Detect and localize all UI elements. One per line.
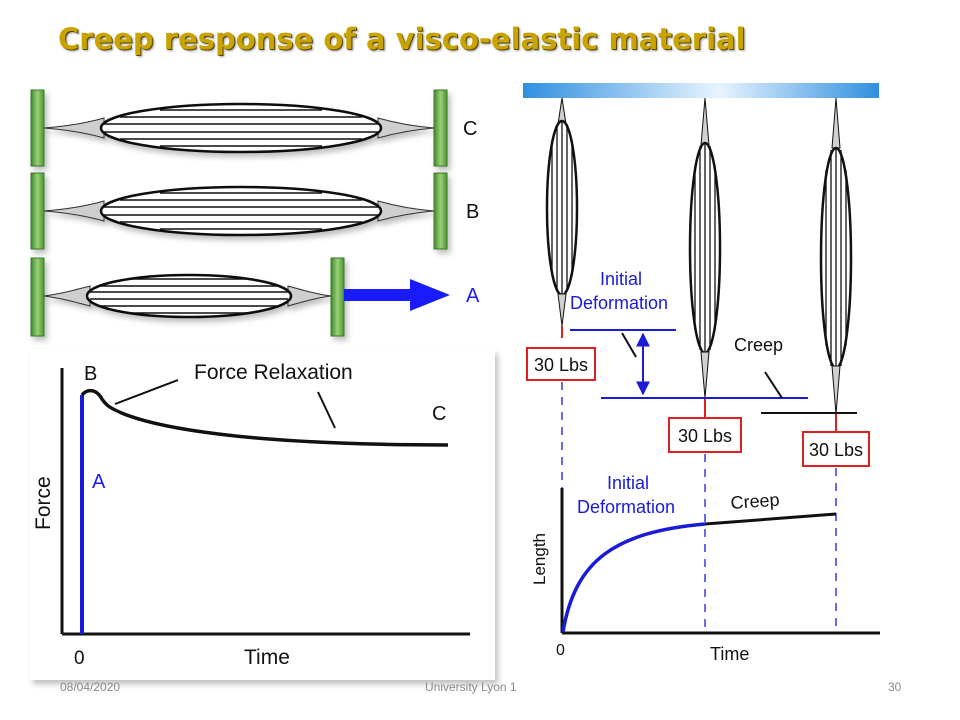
force-y-label: Force — [32, 476, 55, 530]
muscle-diagram — [30, 89, 448, 337]
force-point-b: B — [84, 363, 97, 385]
muscle-b — [30, 172, 448, 250]
creep-label: Creep — [734, 335, 783, 355]
muscle-label-b: B — [466, 201, 479, 223]
muscle-label-a: A — [466, 285, 480, 307]
length-graph: Length Time 0 Initial Deformation Creep — [530, 473, 880, 664]
weight-2: 30 Lbs — [668, 417, 742, 453]
specimen-1 — [545, 97, 579, 338]
footer-center: University Lyon 1 — [425, 680, 517, 694]
slide-title: Creep response of a visco-elastic materi… — [58, 22, 746, 56]
force-relaxation-curve — [80, 388, 449, 447]
force-point-a: A — [92, 471, 106, 493]
length-initial-deformation-line-2: Deformation — [577, 497, 675, 517]
initial-deformation-label: Initial Deformation — [570, 269, 668, 313]
specimen-2 — [688, 97, 722, 418]
muscle-a — [30, 257, 345, 337]
footer-page-number: 30 — [888, 680, 902, 694]
pull-arrow — [344, 279, 450, 311]
weight-3: 30 Lbs — [802, 431, 870, 467]
length-x-label: Time — [710, 644, 749, 664]
length-origin-label: 0 — [556, 642, 565, 659]
weight-3-label: 30 Lbs — [809, 440, 863, 460]
relaxation-pointer-right — [317, 391, 336, 429]
length-initial-deformation-line-1: Initial — [607, 473, 649, 493]
specimen-3 — [819, 97, 853, 432]
initial-deformation-line-1: Initial — [600, 269, 642, 289]
force-x-label: Time — [244, 646, 290, 669]
deformation-pointer — [621, 332, 637, 358]
muscle-c — [30, 89, 448, 167]
footer-date: 08/04/2020 — [60, 680, 121, 694]
force-graph: B A C Force Relaxation Force Time 0 — [30, 350, 495, 680]
initial-deformation-line-2: Deformation — [570, 293, 668, 313]
weight-1: 30 Lbs — [526, 347, 596, 381]
muscle-label-c: C — [463, 118, 477, 140]
support-bar — [523, 83, 879, 98]
length-creep-label: Creep — [730, 490, 780, 513]
weight-2-label: 30 Lbs — [678, 426, 732, 446]
relaxation-pointer-left — [114, 379, 179, 405]
force-point-c: C — [432, 403, 446, 425]
creep-pointer — [764, 371, 783, 399]
length-y-label: Length — [530, 533, 549, 585]
length-initial-curve — [561, 522, 706, 633]
length-initial-deformation-label: Initial Deformation — [577, 473, 675, 517]
force-relaxation-label: Force Relaxation — [194, 361, 353, 384]
length-creep-line — [704, 512, 837, 526]
weight-1-label: 30 Lbs — [534, 355, 588, 375]
force-origin-label: 0 — [74, 648, 85, 669]
